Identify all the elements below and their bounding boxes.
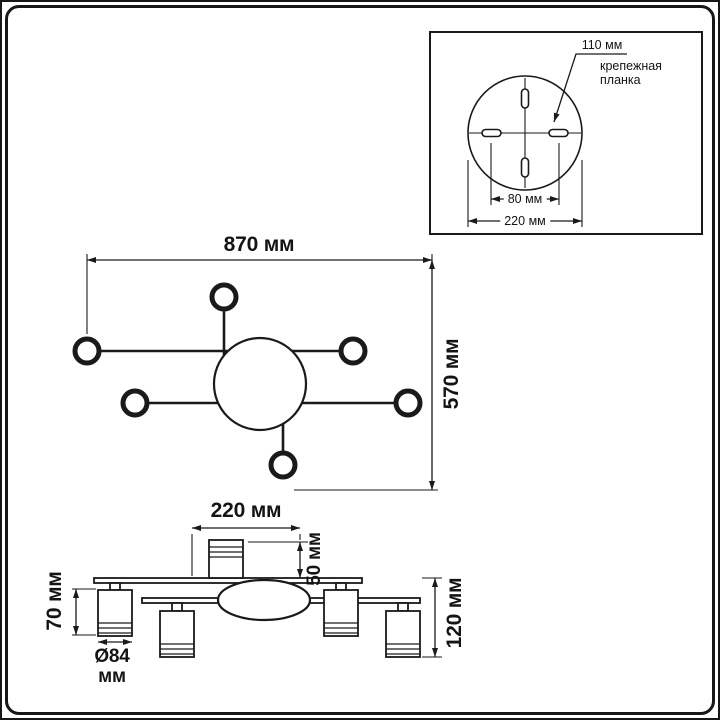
- dim-70-label: 70 мм: [43, 571, 66, 631]
- lamp-down-3: [323, 582, 359, 637]
- dim-diameter-label: Ø84 мм: [94, 646, 130, 687]
- lamp-head: [338, 336, 368, 366]
- dim-120-label: 120 мм: [443, 577, 466, 649]
- inset-110-label: 110 мм: [581, 38, 623, 52]
- lamp-head: [120, 388, 150, 418]
- side-view: [72, 525, 442, 658]
- dim-570-label: 570 мм: [440, 338, 463, 410]
- plate-leader-line: [553, 53, 627, 123]
- slot-left: [481, 128, 502, 138]
- inset-80-label: 80 мм: [503, 192, 547, 206]
- mounting-plate-label: крепежная планка: [600, 59, 662, 88]
- lamp-head: [209, 282, 239, 312]
- dim-70: [72, 588, 96, 636]
- dim-870: [86, 254, 433, 334]
- slot-right: [548, 128, 569, 138]
- top-view: [72, 254, 438, 491]
- inset-220-label: 220 мм: [500, 214, 550, 228]
- central-body-ellipse: [216, 578, 312, 622]
- dim-220-side-label: 220 мм: [210, 499, 282, 522]
- lamp-down-1: [97, 582, 133, 637]
- slot-bottom: [520, 157, 530, 178]
- lamp-down-2: [159, 602, 195, 658]
- dim-570: [294, 260, 438, 491]
- dim-220-side: [191, 525, 301, 576]
- lamp-up: [208, 539, 244, 579]
- mounting-plate-inset: [429, 31, 703, 235]
- slot-top: [520, 88, 530, 109]
- lamp-head: [393, 388, 423, 418]
- dim-120: [422, 577, 442, 658]
- dim-870-label: 870 мм: [223, 233, 295, 256]
- dim-50: [248, 541, 308, 578]
- lamp-head: [72, 336, 102, 366]
- lamp-down-4: [385, 602, 421, 658]
- central-body-circle: [212, 336, 308, 432]
- dim-50-label: 50 мм: [304, 532, 325, 586]
- lamp-head: [268, 450, 298, 480]
